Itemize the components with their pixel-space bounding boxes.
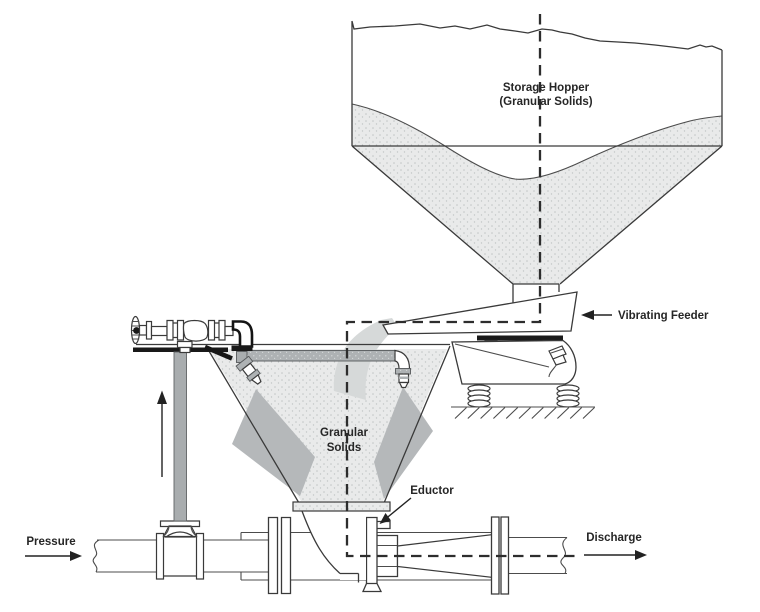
storage-hopper-material-fill xyxy=(352,104,722,284)
flow-centerline xyxy=(345,14,578,558)
pressure-label: Pressure xyxy=(26,536,75,548)
vibrating-feeder-arrow-head xyxy=(581,310,594,320)
spray-tip-right xyxy=(398,381,409,389)
spray-cone-right xyxy=(374,387,433,499)
storage-hopper xyxy=(351,20,723,303)
eductor-inlet-flange xyxy=(362,516,399,593)
valve-stem-flange xyxy=(145,320,153,340)
eductor-arrow-line xyxy=(385,497,412,520)
valve-body xyxy=(182,319,209,342)
valve-outlet-elbow xyxy=(231,320,254,348)
feeder-body-seam xyxy=(454,343,550,368)
outlet-funnel-cover xyxy=(302,511,366,580)
spray-nozzle-band-right xyxy=(399,376,409,379)
feeder-cable xyxy=(548,348,564,378)
tee-fitting xyxy=(155,520,205,580)
spray-system xyxy=(130,315,411,522)
hand-valve xyxy=(130,315,254,354)
hopper-outlet-flange xyxy=(292,501,391,512)
spray-header-pipe xyxy=(243,350,396,362)
pipe-flange-pair-left xyxy=(267,516,292,595)
valve-bottom-bonnet xyxy=(176,340,193,349)
spring-coil xyxy=(467,399,491,408)
spray-nozzle-left xyxy=(235,355,262,385)
spring-coil xyxy=(556,399,580,408)
eductor-nozzle-lines xyxy=(377,544,398,568)
ground-hatching xyxy=(451,406,595,419)
riser-pipe xyxy=(173,351,187,522)
spray-cone-left xyxy=(232,389,315,496)
pipe-run xyxy=(92,516,568,595)
pressure-arrow-head xyxy=(70,551,82,561)
pipe-lines xyxy=(92,531,568,581)
nozzle-left-tip xyxy=(250,373,262,385)
valve-union-right xyxy=(207,319,226,341)
valve-union-left xyxy=(166,319,185,341)
elbow-flange-plate xyxy=(231,345,253,351)
vibrating-feeder-label: Vibrating Feeder xyxy=(618,310,709,322)
vibrating-feeder xyxy=(381,291,595,419)
valve-bottom-neck xyxy=(179,346,191,354)
discharge-label: Discharge xyxy=(586,532,642,544)
pipe-flange-pair-right xyxy=(490,516,510,595)
eductor-label: Eductor xyxy=(410,485,454,497)
eductor-arrow-head xyxy=(379,513,391,524)
valve-nipple-right xyxy=(224,325,234,337)
storage-hopper-sublabel: (Granular Solids) xyxy=(499,96,592,108)
discharge-arrow-head xyxy=(635,550,647,560)
centerline-dashed-path xyxy=(345,14,578,558)
valve-hub xyxy=(133,327,140,334)
granular-label: Granular xyxy=(320,427,368,439)
solids-label: Solids xyxy=(327,442,362,454)
spray-coupling-right xyxy=(395,368,411,375)
valve-stem xyxy=(138,324,148,336)
flow-up-arrow-head xyxy=(157,390,167,404)
storage-hopper-label: Storage Hopper xyxy=(503,82,590,94)
hopper-lip xyxy=(204,344,233,361)
outlet-funnel-outline xyxy=(301,510,360,583)
labels: Storage Hopper (Granular Solids) Vibrati… xyxy=(25,82,709,561)
feeder-cable-gland2 xyxy=(552,354,567,366)
valve-nipple-left xyxy=(150,325,168,337)
feeder-tray xyxy=(381,291,578,335)
storage-hopper-outline xyxy=(351,20,723,303)
storage-hopper-material-surface xyxy=(351,103,723,180)
feeder-mount-bar xyxy=(477,335,563,341)
tee-branch-curves xyxy=(162,525,198,537)
